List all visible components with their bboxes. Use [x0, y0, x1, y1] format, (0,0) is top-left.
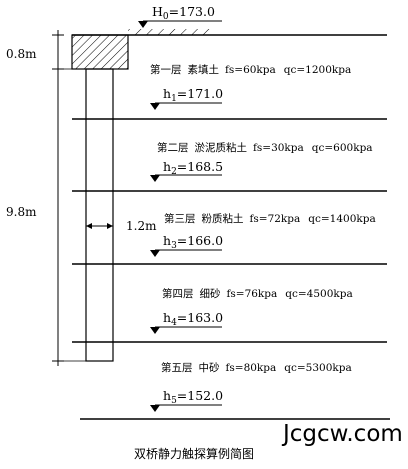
level-marker-h1: [150, 103, 160, 110]
cap-depth-label: 0.8m: [6, 47, 37, 61]
level-marker-h0: [138, 21, 148, 28]
level-h3-label: h3=166.0: [163, 233, 223, 251]
level-marker-h2: [150, 175, 160, 182]
level-h4-label: h4=163.0: [163, 310, 223, 328]
figure-caption: 双桥静力触探算例简图: [134, 446, 254, 461]
pile-shaft: [85, 68, 114, 362]
level-h0-label: H0=173.0: [152, 4, 215, 22]
level-marker-h3: [150, 250, 160, 257]
level-h5-label: h5=152.0: [163, 388, 223, 406]
ground-surface-hatch: [128, 29, 210, 35]
level-h2-label: h2=168.5: [163, 159, 223, 177]
level-marker-h5: [150, 405, 160, 412]
watermark: Jcgcw.com: [281, 421, 403, 447]
level-marker-h4: [150, 327, 160, 334]
pile-cap: [71, 34, 129, 70]
pile-length-label: 9.8m: [6, 205, 37, 219]
level-h1-label: h1=171.0: [163, 86, 223, 104]
pile-width-label: 1.2m: [126, 219, 157, 233]
